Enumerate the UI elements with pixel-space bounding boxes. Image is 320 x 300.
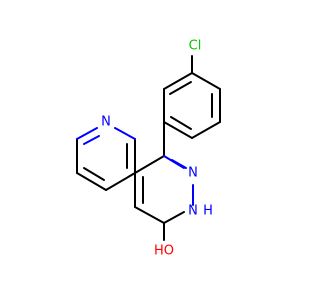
- bond: [191, 72, 221, 90]
- pyridinyl-ring: [76, 127, 136, 191]
- bond: [105, 172, 136, 191]
- pyridine-nitrogen-label: N: [101, 115, 111, 130]
- bond: [163, 211, 185, 224]
- double-bond-line: [83, 167, 105, 181]
- double-bond-line: [169, 81, 192, 95]
- bond: [134, 155, 165, 174]
- bond: [76, 172, 107, 191]
- bond: [163, 155, 185, 169]
- double-bond-line: [83, 135, 100, 145]
- chlorine-label: Cl: [189, 39, 202, 54]
- bond: [163, 121, 193, 139]
- double-bond-line: [170, 116, 192, 130]
- molecule-structure: Cl N N N H HO: [76, 39, 221, 259]
- nh-nitrogen-label: N: [188, 204, 198, 219]
- pyridazinone-ring: [134, 121, 194, 241]
- bond: [76, 127, 98, 140]
- nh-hydrogen-label: H: [203, 204, 213, 219]
- bond: [191, 121, 221, 139]
- ring-nitrogen-label: N: [188, 166, 198, 181]
- hydroxyl-label: HO: [154, 244, 174, 259]
- bond: [134, 206, 165, 224]
- bond: [114, 127, 136, 140]
- chlorophenyl-ring: [163, 55, 221, 139]
- bond: [163, 72, 193, 90]
